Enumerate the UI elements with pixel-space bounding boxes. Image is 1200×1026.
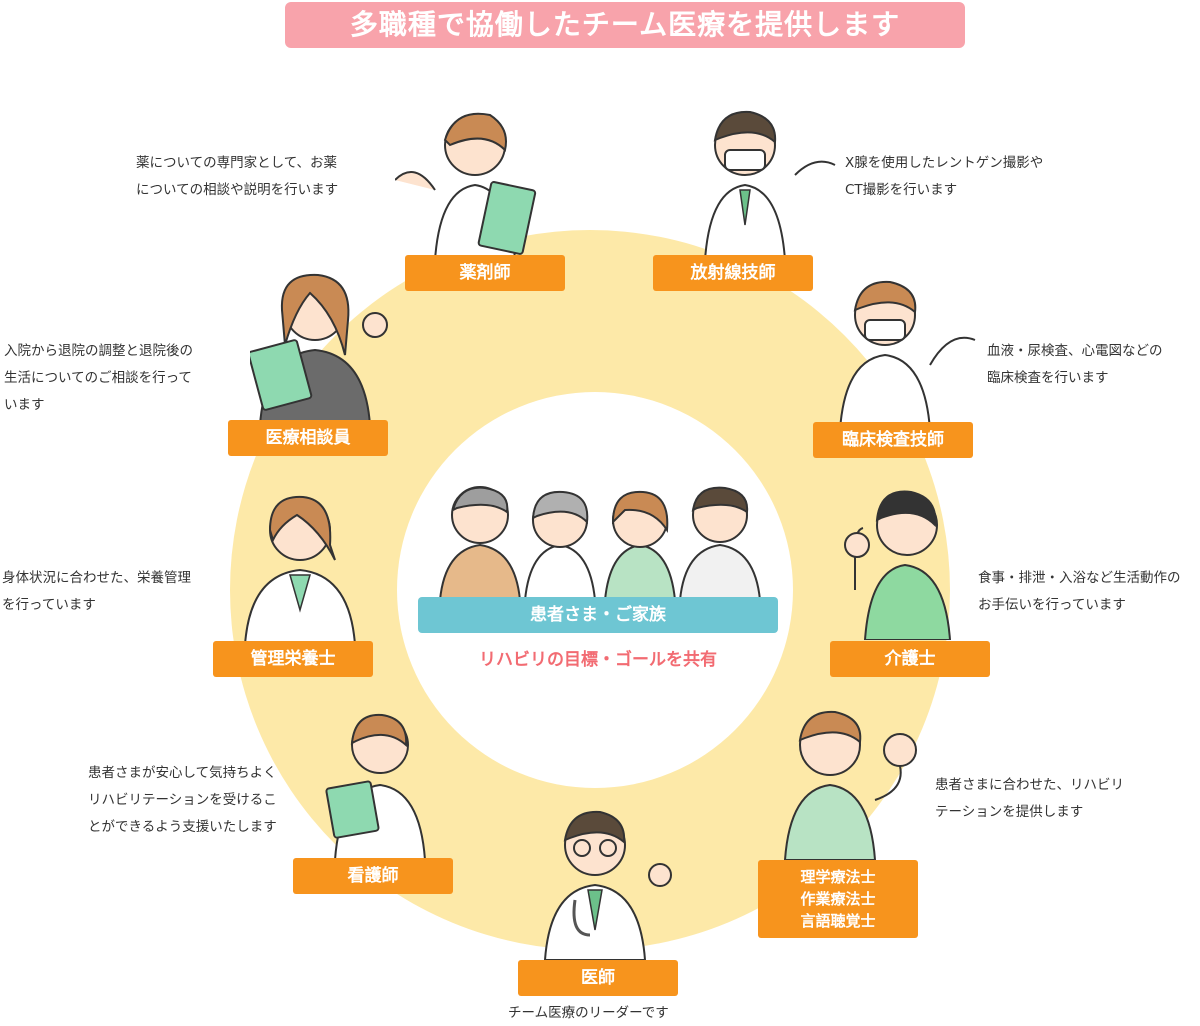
role-caregiver: 介護士 [830, 641, 990, 677]
therapist-description: 患者さまに合わせた、リハビリテーションを提供します [935, 777, 1124, 820]
lab-description: 血液・尿検査、心電図などの臨床検査を行います [987, 343, 1163, 386]
role-speech-therapist: 言語聴覚士 [800, 912, 876, 930]
pharmacist-illustration [395, 112, 537, 260]
shared-goal-text: リハビリの目標・ゴールを共有 [479, 650, 717, 670]
caregiver-illustration [844, 490, 952, 640]
consultant-illustration [250, 273, 388, 425]
patient-family-label: 患者さま・ご家族 [418, 597, 778, 633]
nurse-description: 患者さまが安心して気持ちよくリハビリテーションを受けることができるよう支援いたし… [88, 765, 277, 835]
consultant-description: 入院から退院の調整と退院後の生活についてのご相談を行っています [4, 343, 193, 413]
pharmacist-description: 薬についての専門家として、お薬についての相談や説明を行います [136, 155, 339, 198]
caregiver-description: 食事・排泄・入浴など生活動作のお手伝いを行っています [978, 570, 1181, 613]
role-nurse: 看護師 [293, 858, 453, 894]
doctor-illustration [543, 810, 672, 960]
role-medical-consultant: 医療相談員 [228, 420, 388, 456]
doctor-description: チーム医療のリーダーです [508, 1005, 669, 1021]
dietitian-illustration [243, 495, 357, 645]
therapist-illustration [783, 710, 917, 860]
patient-family-illustration [438, 486, 762, 600]
nurse-illustration [325, 713, 427, 860]
lab-tech-illustration [838, 280, 976, 430]
dietitian-description: 身体状況に合わせた、栄養管理を行っています [2, 570, 191, 613]
radiology-tech-illustration [703, 110, 836, 260]
role-physical-therapist: 理学療法士 [800, 868, 876, 886]
role-lab-tech: 臨床検査技師 [813, 422, 973, 458]
role-therapists: 理学療法士 作業療法士 言語聴覚士 [758, 860, 918, 938]
role-radiology-tech: 放射線技師 [653, 255, 813, 291]
role-dietitian: 管理栄養士 [213, 641, 373, 677]
role-doctor: 医師 [518, 960, 678, 996]
page-title: 多職種で協働したチーム医療を提供します [285, 2, 965, 48]
role-occupational-therapist: 作業療法士 [800, 890, 876, 908]
role-pharmacist: 薬剤師 [405, 255, 565, 291]
